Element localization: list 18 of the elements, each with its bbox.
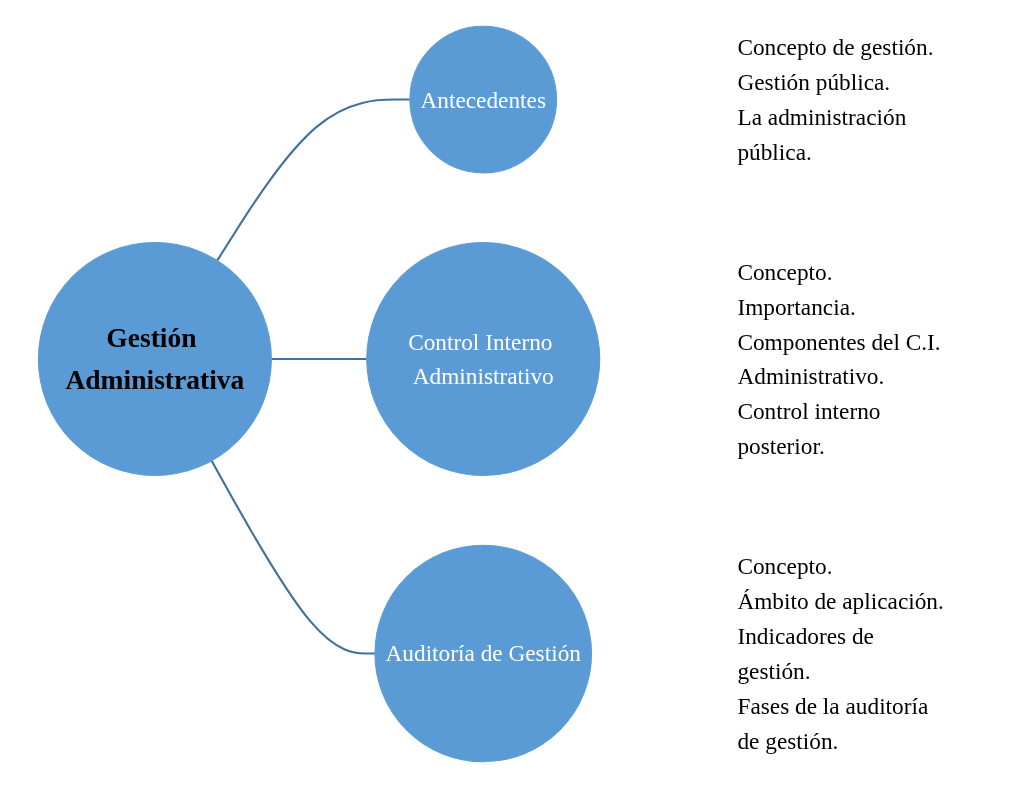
node-label: Ámbito de aplicación. bbox=[737, 587, 944, 615]
connector bbox=[216, 98, 410, 262]
node-label: Fases de la auditoría de gestión. bbox=[737, 692, 929, 755]
connector bbox=[210, 460, 375, 655]
node-label: Importancia. bbox=[737, 293, 856, 320]
node-label: Control interno posterior. bbox=[737, 398, 881, 460]
node-label: Concepto. bbox=[737, 552, 833, 580]
node-label: Concepto. bbox=[737, 258, 833, 285]
node-label: Indicadores de gestión. bbox=[737, 622, 874, 685]
node-label: Gestión pública. bbox=[737, 68, 891, 96]
node-circle: Control Interno Administrativo bbox=[366, 242, 601, 477]
node-label: La administración pública. bbox=[737, 103, 907, 166]
node-circle: Gestión Administrativa bbox=[37, 242, 272, 477]
node-label: Componentes del C.I. Administrativo. bbox=[737, 328, 941, 390]
node-label: Concepto de gestión. bbox=[737, 33, 934, 61]
node-circle: Antecedentes bbox=[409, 25, 558, 174]
node-circle: Auditoría de Gestión bbox=[374, 544, 593, 763]
connector bbox=[271, 358, 367, 361]
